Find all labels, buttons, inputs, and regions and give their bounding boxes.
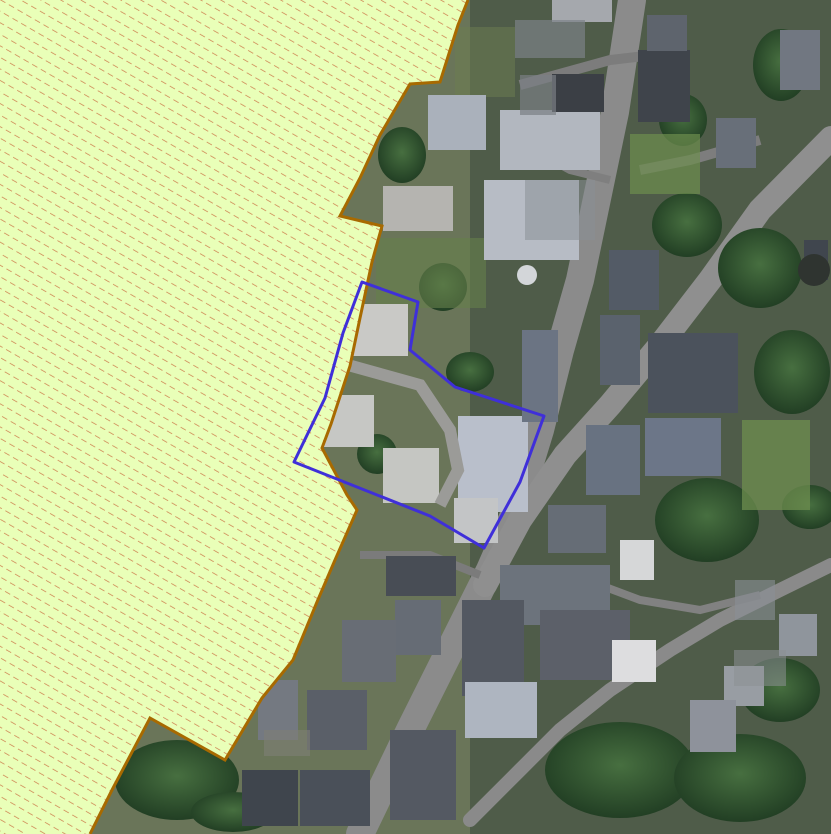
zoning-overlay[interactable] (0, 0, 470, 834)
parcel-outline[interactable] (292, 280, 546, 550)
building-roof (300, 770, 370, 826)
tree-cluster (674, 734, 806, 822)
tree-cluster (446, 352, 494, 392)
courtyard (525, 180, 595, 240)
ground-details (264, 20, 830, 756)
round-structure (798, 254, 830, 286)
courtyard (734, 650, 786, 686)
building-roof (716, 118, 756, 168)
building-roof (383, 186, 453, 231)
zoning-boundary (88, 0, 470, 834)
apartment-block (458, 416, 528, 512)
garden-area (376, 238, 486, 308)
building-roof (647, 15, 687, 51)
building-roof (390, 730, 456, 820)
parking-lot (515, 20, 585, 58)
building-roof (638, 50, 690, 122)
lawn-area (742, 420, 810, 510)
building-roof (548, 505, 606, 553)
tree-cluster (718, 228, 802, 308)
building-roof (307, 690, 367, 750)
building-roof (242, 770, 298, 826)
building-roof (780, 30, 820, 90)
building-roof (462, 600, 524, 696)
apartment-block (383, 448, 439, 503)
lawn-area (630, 134, 700, 194)
building-roof (428, 95, 486, 150)
internal-driveway (328, 354, 465, 508)
building-roof (386, 556, 456, 596)
parking-lot (520, 75, 556, 115)
roundabout-marker (517, 265, 537, 285)
tree-cluster (754, 330, 830, 414)
building-roof (465, 682, 537, 738)
building-roof (609, 250, 659, 310)
selected-parcel[interactable] (292, 280, 546, 550)
building-roof (500, 110, 600, 170)
building-roof (779, 614, 817, 656)
building-roof (552, 0, 612, 22)
building-roof (552, 74, 604, 112)
building-roof (620, 540, 654, 580)
tree-cluster (652, 193, 722, 257)
zoning-hatch (0, 0, 468, 834)
garden-area (455, 27, 515, 97)
building-roof (612, 640, 656, 682)
tree-cluster (545, 722, 695, 818)
building-roof (690, 700, 736, 752)
building-roof (395, 600, 441, 655)
building-roof (586, 425, 640, 495)
courtyard (735, 580, 775, 620)
building-roof (600, 315, 640, 385)
courtyard (264, 730, 310, 756)
building-roof (342, 620, 396, 682)
tree-cluster (378, 127, 426, 183)
building-roof (645, 418, 721, 476)
side-street (360, 551, 482, 579)
building-roof (648, 333, 738, 413)
apartment-block (522, 330, 558, 422)
tree-cluster (655, 478, 759, 562)
